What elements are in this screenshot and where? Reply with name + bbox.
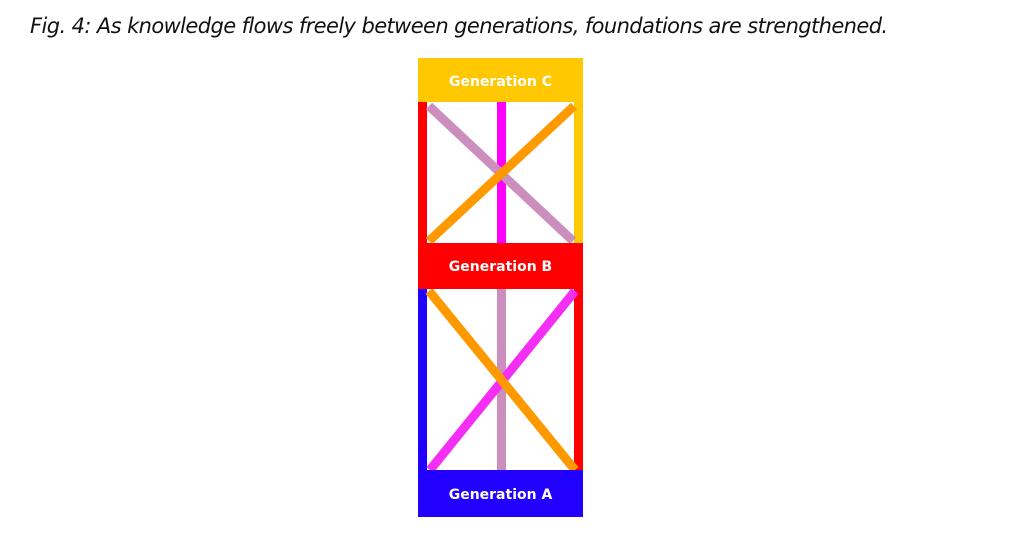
generation-c-label: Generation C	[449, 74, 552, 90]
generation-a-label: Generation A	[449, 487, 553, 503]
generation-b-label: Generation B	[449, 259, 552, 275]
upper-diagonal-orange	[425, 102, 578, 245]
lower-left-beam	[418, 287, 427, 472]
upper-left-beam	[418, 100, 427, 245]
lower-right-beam	[574, 287, 583, 472]
generation-a-band	[418, 470, 583, 517]
lower-diagonal-orange	[425, 288, 579, 473]
figure-caption: Fig. 4: As knowledge flows freely betwee…	[30, 14, 888, 38]
upper-right-beam	[574, 100, 583, 245]
generation-c-band	[418, 58, 583, 102]
generation-b-band	[418, 243, 583, 289]
